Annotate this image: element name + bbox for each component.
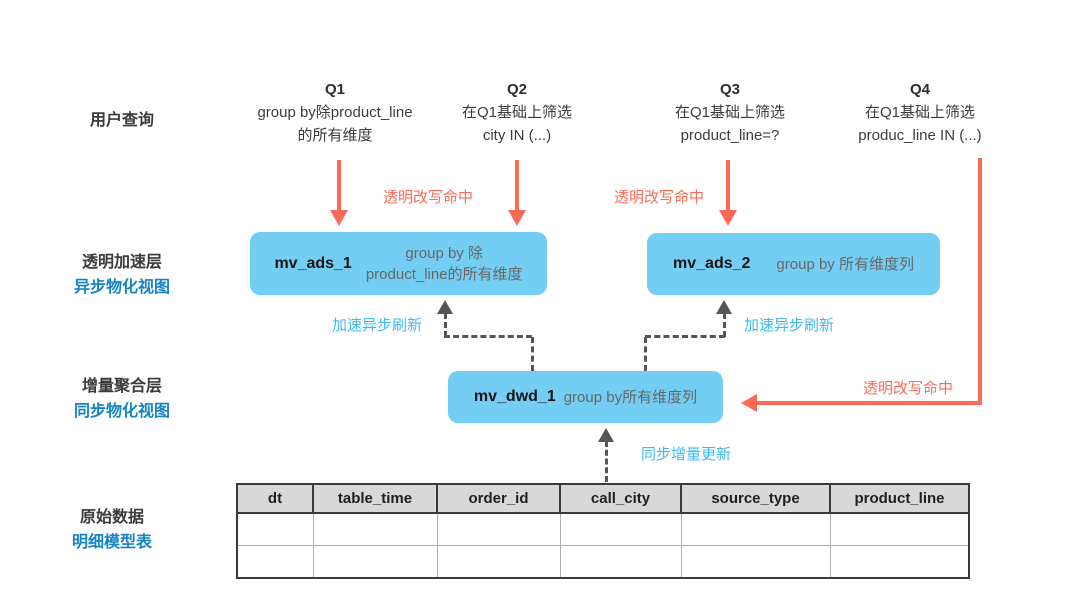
table-cell bbox=[829, 545, 970, 579]
arrow-up-icon bbox=[598, 428, 614, 442]
table-header-cell: dt bbox=[236, 483, 314, 514]
mv-desc-line: group by 除 bbox=[405, 244, 483, 262]
layer-label-line: 透明加速层 bbox=[81, 254, 162, 271]
mv-name: mv_dwd_1 bbox=[473, 388, 556, 405]
query-q3: Q3 在Q1基础上筛选 product_line=? bbox=[630, 78, 830, 147]
table-cell bbox=[680, 545, 831, 579]
q1-arrow-line bbox=[337, 160, 341, 212]
arrow-up-icon bbox=[716, 300, 732, 314]
query-q2: Q2 在Q1基础上筛选 city IN (...) bbox=[417, 78, 617, 147]
dashed-connector-segment bbox=[644, 337, 647, 371]
query-line: city IN (...) bbox=[482, 127, 552, 144]
dashed-connector-segment bbox=[444, 335, 532, 338]
arrow-up-icon bbox=[437, 300, 453, 314]
query-id: Q4 bbox=[909, 81, 930, 98]
mv-desc: group by 除 product_line的所有维度 bbox=[366, 243, 523, 285]
arrow-down-icon bbox=[719, 210, 737, 226]
annotation-rewrite-hit: 透明改写命中 bbox=[862, 380, 953, 397]
layer-label-accel: 透明加速层 异步物化视图 bbox=[22, 250, 222, 300]
annotation-async-refresh: 加速异步刷新 bbox=[332, 317, 423, 334]
table-row bbox=[236, 512, 970, 546]
mv-desc-line: product_line的所有维度 bbox=[365, 265, 523, 283]
table-row bbox=[236, 545, 970, 579]
box-mv-ads-1: mv_ads_1 group by 除 product_line的所有维度 bbox=[250, 232, 547, 295]
layer-label-line: 增量聚合层 bbox=[81, 378, 162, 395]
box-mv-dwd-1: mv_dwd_1 group by所有维度列 bbox=[448, 371, 723, 423]
query-q1: Q1 group by除product_line 的所有维度 bbox=[235, 78, 435, 147]
layer-label-line: 原始数据 bbox=[79, 509, 144, 526]
table-cell bbox=[559, 512, 682, 546]
dashed-connector-segment bbox=[444, 313, 447, 337]
box-mv-ads-2: mv_ads_2 group by 所有维度列 bbox=[647, 233, 940, 295]
mv-desc: group by所有维度列 bbox=[563, 388, 698, 406]
layer-label-user-query: 用户查询 bbox=[22, 108, 222, 133]
table-header-cell: product_line bbox=[829, 483, 970, 514]
q2-arrow-line bbox=[515, 160, 519, 212]
arrow-down-icon bbox=[508, 210, 526, 226]
mv-name: mv_ads_2 bbox=[673, 255, 751, 272]
query-line: 在Q1基础上筛选 bbox=[461, 104, 572, 121]
query-line: 在Q1基础上筛选 bbox=[864, 104, 975, 121]
table-header-cell: source_type bbox=[680, 483, 831, 514]
layer-label-line: 用户查询 bbox=[89, 112, 154, 129]
table-cell bbox=[436, 545, 561, 579]
layer-label-line-blue: 异步物化视图 bbox=[73, 279, 170, 296]
annotation-async-refresh: 加速异步刷新 bbox=[744, 317, 835, 334]
dashed-connector-segment bbox=[723, 313, 726, 337]
query-id: Q2 bbox=[506, 81, 527, 98]
dashed-connector-segment bbox=[605, 441, 608, 482]
arrow-left-icon bbox=[741, 394, 757, 412]
annotation-rewrite-hit: 透明改写命中 bbox=[382, 189, 473, 206]
annotation-rewrite-hit: 透明改写命中 bbox=[613, 189, 704, 206]
query-id: Q1 bbox=[324, 81, 345, 98]
query-line: product_line=? bbox=[680, 127, 780, 144]
layer-label-line-blue: 明细模型表 bbox=[71, 534, 152, 551]
query-line: 在Q1基础上筛选 bbox=[674, 104, 785, 121]
mv-name: mv_ads_1 bbox=[274, 254, 352, 272]
q4-arrow-vertical-line bbox=[978, 158, 982, 405]
table-cell bbox=[312, 545, 438, 579]
table-header-cell: call_city bbox=[559, 483, 682, 514]
q3-arrow-line bbox=[726, 160, 730, 212]
table-cell bbox=[829, 512, 970, 546]
query-line: group by除product_line bbox=[257, 104, 413, 121]
table-header-cell: order_id bbox=[436, 483, 561, 514]
query-line: produc_line IN (...) bbox=[858, 127, 982, 144]
annotation-sync-update: 同步增量更新 bbox=[641, 446, 732, 463]
query-line: 的所有维度 bbox=[297, 127, 373, 144]
table-cell bbox=[436, 512, 561, 546]
layer-label-line-blue: 同步物化视图 bbox=[73, 403, 170, 420]
table-cell bbox=[236, 512, 314, 546]
query-q4: Q4 在Q1基础上筛选 produc_line IN (...) bbox=[820, 78, 1020, 147]
arrow-down-icon bbox=[330, 210, 348, 226]
table-header-row: dt table_time order_id call_city source_… bbox=[236, 483, 970, 514]
table-cell bbox=[680, 512, 831, 546]
table-cell bbox=[312, 512, 438, 546]
q4-arrow-horizontal-line bbox=[755, 401, 982, 405]
mv-desc: group by 所有维度列 bbox=[776, 255, 914, 273]
layer-label-raw: 原始数据 明细模型表 bbox=[12, 505, 212, 555]
table-header-cell: table_time bbox=[312, 483, 438, 514]
table-cell bbox=[236, 545, 314, 579]
layer-label-incr: 增量聚合层 同步物化视图 bbox=[22, 374, 222, 424]
raw-data-table: dt table_time order_id call_city source_… bbox=[236, 483, 970, 579]
query-id: Q3 bbox=[719, 81, 740, 98]
dashed-connector-segment bbox=[645, 335, 725, 338]
table-cell bbox=[559, 545, 682, 579]
dashed-connector-segment bbox=[531, 337, 534, 371]
